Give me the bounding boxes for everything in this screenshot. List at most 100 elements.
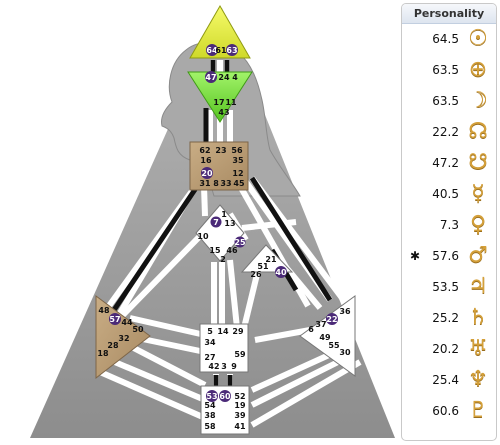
- planet-row: 64.5 ☉: [402, 24, 496, 55]
- gate-4: 4: [232, 73, 238, 82]
- gate-35: 35: [232, 156, 244, 165]
- ego-center: [240, 244, 294, 273]
- gate-line-value: 47.2: [432, 156, 459, 170]
- gate-20: 20: [201, 169, 213, 178]
- gate-28: 28: [107, 341, 119, 350]
- marker-icon: ✱: [410, 249, 421, 263]
- gate-13: 13: [224, 219, 235, 228]
- planet-row: 63.5⊕: [402, 55, 496, 86]
- gate-line-value: 22.2: [432, 125, 459, 139]
- gate-41: 41: [234, 422, 246, 431]
- gate-64: 64: [206, 46, 218, 55]
- gate-25: 25: [234, 238, 246, 247]
- gate-line-value: 20.2: [432, 342, 459, 356]
- gate-52: 52: [234, 392, 245, 401]
- ajna-center: [187, 71, 253, 123]
- gate-2: 2: [220, 255, 226, 264]
- planet-row: ✱57.6♂: [402, 241, 496, 272]
- gate-43: 43: [218, 108, 229, 117]
- gate-58: 58: [204, 422, 216, 431]
- gate-29: 29: [232, 327, 244, 336]
- jupiter-icon: ♃: [468, 274, 488, 299]
- gate-1: 1: [221, 210, 227, 219]
- sacral-center: [199, 323, 249, 373]
- gate-44: 44: [121, 318, 133, 327]
- planet-row: 60.6 ♇: [402, 396, 496, 427]
- saturn-icon: ♄: [468, 305, 488, 330]
- neptune-icon: ♆: [468, 367, 488, 392]
- planet-row: 7.3 ♀: [402, 210, 496, 241]
- gate-9: 9: [231, 362, 237, 371]
- south-node-icon: ☋: [468, 150, 488, 175]
- gate-17: 17: [213, 98, 224, 107]
- gate-47: 47: [205, 73, 216, 82]
- gate-37: 37: [315, 320, 326, 329]
- sun-icon: ☉: [468, 26, 488, 51]
- north-node-icon: ☊: [468, 119, 488, 144]
- planet-row: 53.5 ♃: [402, 272, 496, 303]
- moon-icon: ☽: [468, 88, 488, 113]
- gate-59: 59: [234, 350, 246, 359]
- planet-row: 25.2 ♄: [402, 303, 496, 334]
- gate-5: 5: [207, 327, 213, 336]
- gate-22: 22: [326, 315, 337, 324]
- gate-42: 42: [208, 362, 219, 371]
- bodygraph: 64 61 63 47 24 4 17 11 43 62 23 56 16 35…: [30, 4, 395, 438]
- gate-10: 10: [197, 232, 209, 241]
- gate-19: 19: [234, 401, 246, 410]
- gate-18: 18: [97, 349, 109, 358]
- gate-60: 60: [219, 392, 231, 401]
- planet-list: 64.5 ☉ 63.5⊕63.5☽ 22.2 ☊ 47.2 ☋ 40.5 ☿ 7.3 ♀ ✱57.6♂…: [402, 24, 496, 427]
- gate-labels: 64 61 63 47 24 4 17 11 43 62 23 56 16 35…: [97, 44, 351, 431]
- gate-12: 12: [232, 169, 243, 178]
- personality-header: Personality: [402, 4, 496, 24]
- gate-31: 31: [199, 179, 211, 188]
- gate-57: 57: [109, 315, 120, 324]
- gate-11: 11: [225, 98, 237, 107]
- gate-33: 33: [220, 179, 231, 188]
- gate-53: 53: [206, 392, 217, 401]
- gate-56: 56: [231, 146, 243, 155]
- venus-icon: ♀: [469, 212, 487, 237]
- gate-3: 3: [221, 362, 227, 371]
- gate-45: 45: [233, 179, 245, 188]
- gate-49: 49: [319, 333, 331, 342]
- gate-line-value: 25.4: [432, 373, 459, 387]
- gate-46: 46: [226, 246, 238, 255]
- gate-line-value: 7.3: [439, 218, 459, 232]
- g-center: [195, 204, 245, 262]
- gate-line-value: 25.2: [432, 311, 459, 325]
- throat-center: [189, 141, 249, 191]
- uranus-icon: ♅: [468, 336, 488, 361]
- gate-6: 6: [308, 325, 314, 334]
- planet-row: 20.2 ♅: [402, 334, 496, 365]
- gate-23: 23: [215, 146, 226, 155]
- planet-row: 47.2 ☋: [402, 148, 496, 179]
- gate-39: 39: [234, 411, 246, 420]
- defined-channels: [107, 60, 333, 389]
- gate-48: 48: [98, 306, 110, 315]
- personality-panel: Personality 64.5 ☉ 63.5⊕63.5☽ 22.2 ☊ 47.2 ☋ 40.…: [401, 3, 497, 441]
- gate-14: 14: [217, 327, 229, 336]
- gate-54: 54: [204, 401, 216, 410]
- earth-icon: ⊕: [468, 57, 488, 82]
- spleen-center: [95, 295, 151, 380]
- gate-55: 55: [328, 341, 340, 350]
- planet-row: 25.4 ♆: [402, 365, 496, 396]
- gate-line-value: 40.5: [432, 187, 459, 201]
- gate-line-value: 64.5: [432, 32, 459, 46]
- gate-line-value: 53.5: [432, 280, 459, 294]
- pluto-icon: ♇: [468, 398, 488, 423]
- planet-row: 22.2 ☊: [402, 117, 496, 148]
- planet-row: 40.5 ☿: [402, 179, 496, 210]
- gate-36: 36: [339, 307, 351, 316]
- gate-40: 40: [275, 268, 287, 277]
- mercury-icon: ☿: [471, 181, 485, 206]
- planet-row: 63.5☽: [402, 86, 496, 117]
- gate-line-value: 60.6: [432, 404, 459, 418]
- gate-24: 24: [218, 73, 230, 82]
- gate-32: 32: [118, 334, 129, 343]
- gate-26: 26: [250, 270, 262, 279]
- gate-30: 30: [339, 348, 351, 357]
